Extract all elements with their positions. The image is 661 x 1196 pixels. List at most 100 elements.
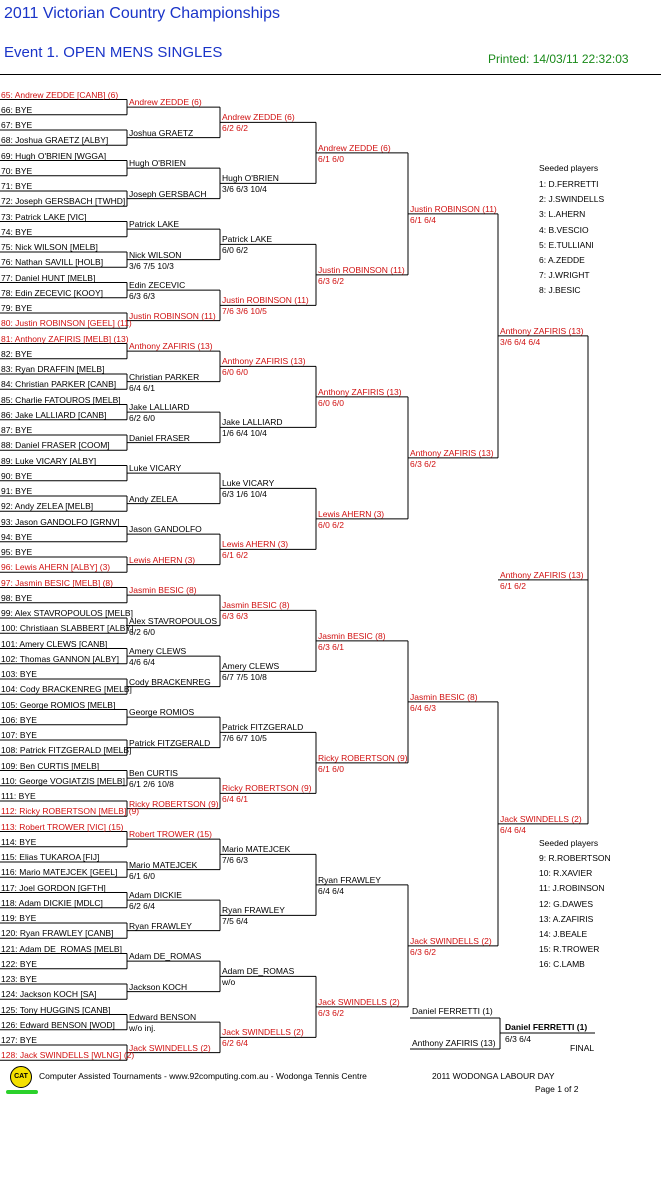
r6-winner: Jack SWINDELLS (2) (500, 813, 582, 824)
r2-winner: Joseph GERSBACH (129, 188, 207, 199)
r2-winner: Patrick FITZGERALD (129, 737, 211, 748)
r1-entry: 75: Nick WILSON [MELB] (1, 242, 98, 252)
r2-score: w/o inj. (129, 1023, 156, 1034)
r1-entry: 77: Daniel HUNT [MELB] (1, 272, 96, 283)
r1-entry: 72: Joseph GERSBACH [TWHD] (1, 196, 126, 207)
r1-entry: 66: BYE (1, 104, 33, 115)
r1-entry: 120: Ryan FRAWLEY [CANB] (1, 928, 114, 939)
r1-entry: 69: Hugh O'BRIEN [WGGA] (1, 150, 107, 161)
r1-entry: 94: BYE (1, 531, 33, 542)
r3-winner: Patrick FITZGERALD (222, 722, 304, 733)
r2-winner: Christian PARKER (129, 371, 200, 382)
r2-winner: Ryan FRAWLEY (129, 920, 192, 931)
r2-winner: Jack SWINDELLS (2) (129, 1042, 211, 1053)
r3-winner: Jack SWINDELLS (2) (222, 1027, 304, 1038)
r3-score: 6/0 6/2 (222, 245, 248, 256)
r1-entry: 78: Edin ZECEVIC [KOOY] (1, 287, 104, 298)
seeded-player: 9: R.ROBERTSON (539, 853, 611, 863)
r3-score: 1/6 6/4 10/4 (222, 428, 267, 439)
r2-winner: Alex STAVROPOULOS (129, 615, 218, 626)
r1-entry: 103: BYE (1, 669, 37, 679)
r4-winner: Ryan FRAWLEY (318, 874, 381, 885)
r3-score: 6/2 6/4 (222, 1038, 248, 1049)
r1-entry: 113: Robert TROWER [VIC] (15) (1, 821, 124, 832)
footer-event: 2011 WODONGA LABOUR DAY (432, 1071, 555, 1081)
r3-score: w/o (222, 977, 236, 988)
r4-winner: Andrew ZEDDE (6) (318, 142, 391, 153)
seeded-player: 6: A.ZEDDE (539, 255, 585, 265)
footer-page: Page 1 of 2 (535, 1084, 579, 1094)
r6-winner: Anthony ZAFIRIS (13) (500, 325, 584, 336)
r1-entry: 105: George ROMIOS [MELB] (1, 699, 116, 710)
r1-entry: 88: Daniel FRASER [COOM] (1, 440, 110, 451)
r1-entry: 79: BYE (1, 303, 33, 313)
r1-entry: 101: Amery CLEWS [CANB] (1, 638, 108, 649)
r4-score: 6/0 6/0 (318, 397, 344, 408)
seeded-player: 7: J.WRIGHT (539, 270, 590, 281)
r2-winner: Patrick LAKE (129, 219, 180, 230)
seeded-player: 2: J.SWINDELLS (539, 194, 605, 205)
r1-entry: 123: BYE (1, 974, 37, 984)
r1-entry: 110: George VOGIATZIS [MELB] (1, 775, 125, 786)
r1-entry: 116: Mario MATEJCEK [GEEL] (1, 867, 118, 878)
r1-entry: 95: BYE (1, 547, 33, 557)
r5-score: 6/4 6/3 (410, 702, 436, 713)
r1-entry: 89: Luke VICARY [ALBY] (1, 455, 97, 466)
r3-winner: Jasmin BESIC (8) (222, 600, 290, 611)
seeded-player: 14: J.BEALE (539, 929, 588, 939)
r1-entry: 70: BYE (1, 165, 33, 176)
r3-winner: Ricky ROBERTSON (9) (222, 783, 312, 794)
event-title: Event 1. OPEN MENS SINGLES (4, 44, 223, 61)
r1-entry: 82: BYE (1, 348, 33, 359)
final-score: 6/3 6/4 (505, 1034, 531, 1044)
r1-entry: 127: BYE (1, 1035, 37, 1045)
r1-entry: 107: BYE (1, 730, 37, 740)
r3-winner: Adam DE_ROMAS (222, 966, 295, 977)
r2-winner: Luke VICARY (129, 463, 182, 474)
r2-score: 6/2 6/0 (129, 626, 155, 637)
r5-winner: Jack SWINDELLS (2) (410, 935, 492, 946)
r4-score: 6/0 6/2 (318, 519, 344, 530)
r1-entry: 86: Jake LALLIARD [CANB] (1, 409, 107, 420)
r4-winner: Lewis AHERN (3) (318, 508, 385, 519)
r2-score: 4/6 6/4 (129, 657, 155, 668)
r2-winner: Adam DICKIE (129, 890, 182, 901)
r3-winner: Hugh O'BRIEN (222, 173, 279, 184)
r3-score: 7/5 6/4 (222, 916, 248, 927)
r1-entry: 109: Ben CURTIS [MELB] (1, 760, 100, 771)
r4-score: 6/3 6/1 (318, 641, 344, 652)
r1-entry: 122: BYE (1, 958, 37, 969)
r1-entry: 125: Tony HUGGINS [CANB] (1, 1004, 111, 1015)
seeded-player: 12: G.DAWES (539, 898, 594, 909)
final-label: FINAL (570, 1043, 595, 1053)
r5-winner: Jasmin BESIC (8) (410, 691, 478, 702)
r2-winner: Jason GANDOLFO (129, 524, 202, 535)
r1-entry: 102: Thomas GANNON [ALBY] (1, 653, 119, 664)
r7-winner: Anthony ZAFIRIS (13) (500, 569, 584, 580)
r1-entry: 90: BYE (1, 470, 33, 481)
r1-entry: 121: Adam DE_ROMAS [MELB] (1, 943, 122, 954)
r5-winner: Anthony ZAFIRIS (13) (410, 447, 494, 458)
r1-entry: 65: Andrew ZEDDE [CANB] (6) (1, 89, 119, 100)
r1-entry: 114: BYE (1, 836, 37, 847)
r1-entry: 87: BYE (1, 425, 33, 435)
r1-entry: 73: Patrick LAKE [VIC] (1, 211, 87, 222)
r1-entry: 100: Christiaan SLABBERT [ALBY] (1, 623, 134, 634)
r3-winner: Ryan FRAWLEY (222, 905, 285, 916)
r4-winner: Ricky ROBERTSON (9) (318, 752, 408, 763)
seeded-player: 11: J.ROBINSON (539, 883, 605, 894)
seeded-title: Seeded players (539, 163, 599, 173)
r1-entry: 119: BYE (1, 913, 37, 923)
r3-score: 6/2 6/2 (222, 123, 248, 134)
r3-score: 6/1 6/2 (222, 550, 248, 561)
r4-score: 6/3 6/2 (318, 275, 344, 286)
r1-entry: 96: Lewis AHERN [ALBY] (3) (1, 562, 111, 573)
r3-score: 7/6 6/3 (222, 855, 248, 866)
printed-timestamp: Printed: 14/03/11 22:32:03 (488, 52, 629, 66)
r1-entry: 112: Ricky ROBERTSON [MELB] (9) (1, 806, 140, 817)
page-title: 2011 Victorian Country Championships (4, 5, 281, 22)
r3-score: 7/6 3/6 10/5 (222, 306, 267, 317)
r7-score: 6/1 6/2 (500, 580, 526, 591)
r2-winner: Daniel FRASER (129, 432, 190, 443)
r2-winner: Hugh O'BRIEN (129, 158, 186, 169)
